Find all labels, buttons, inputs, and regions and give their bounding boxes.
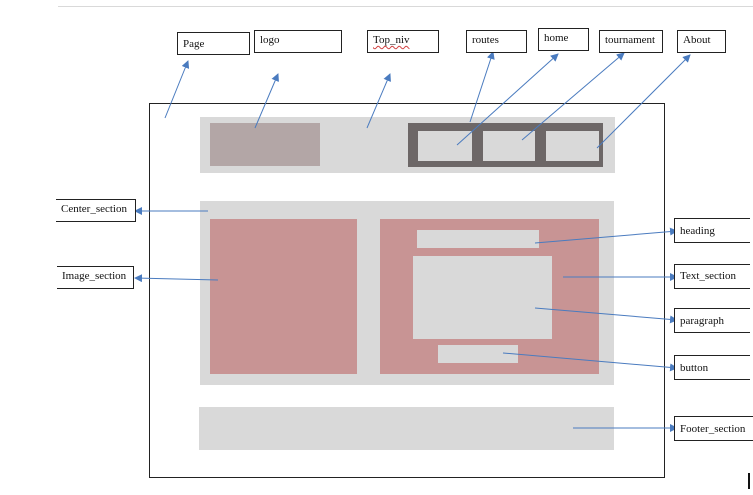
logo-block <box>210 123 320 166</box>
route-tournament-block <box>483 131 535 161</box>
label-routes: routes <box>466 30 527 53</box>
heading-block <box>417 230 539 248</box>
edge-mark <box>748 473 750 489</box>
route-home-block <box>418 131 472 161</box>
footer-section-block <box>199 407 614 450</box>
image-section-block <box>210 219 357 374</box>
label-tournament: tournament <box>599 30 663 53</box>
label-top-niv-text: Top_niv <box>373 34 410 46</box>
label-heading: heading <box>674 218 750 243</box>
label-button: button <box>674 355 750 380</box>
label-logo: logo <box>254 30 342 53</box>
label-about: About <box>677 30 726 53</box>
label-center-section: Center_section <box>56 199 136 222</box>
label-image-section: Image_section <box>57 266 134 289</box>
button-block <box>438 345 518 363</box>
label-page: Page <box>177 32 250 55</box>
label-footer-section: Footer_section <box>674 416 753 441</box>
top-divider <box>58 6 753 7</box>
label-text-section: Text_section <box>674 264 750 289</box>
label-home: home <box>538 28 589 51</box>
label-paragraph: paragraph <box>674 308 750 333</box>
label-top-niv: Top_niv <box>367 30 439 53</box>
paragraph-block <box>413 256 552 339</box>
route-about-block <box>546 131 599 161</box>
